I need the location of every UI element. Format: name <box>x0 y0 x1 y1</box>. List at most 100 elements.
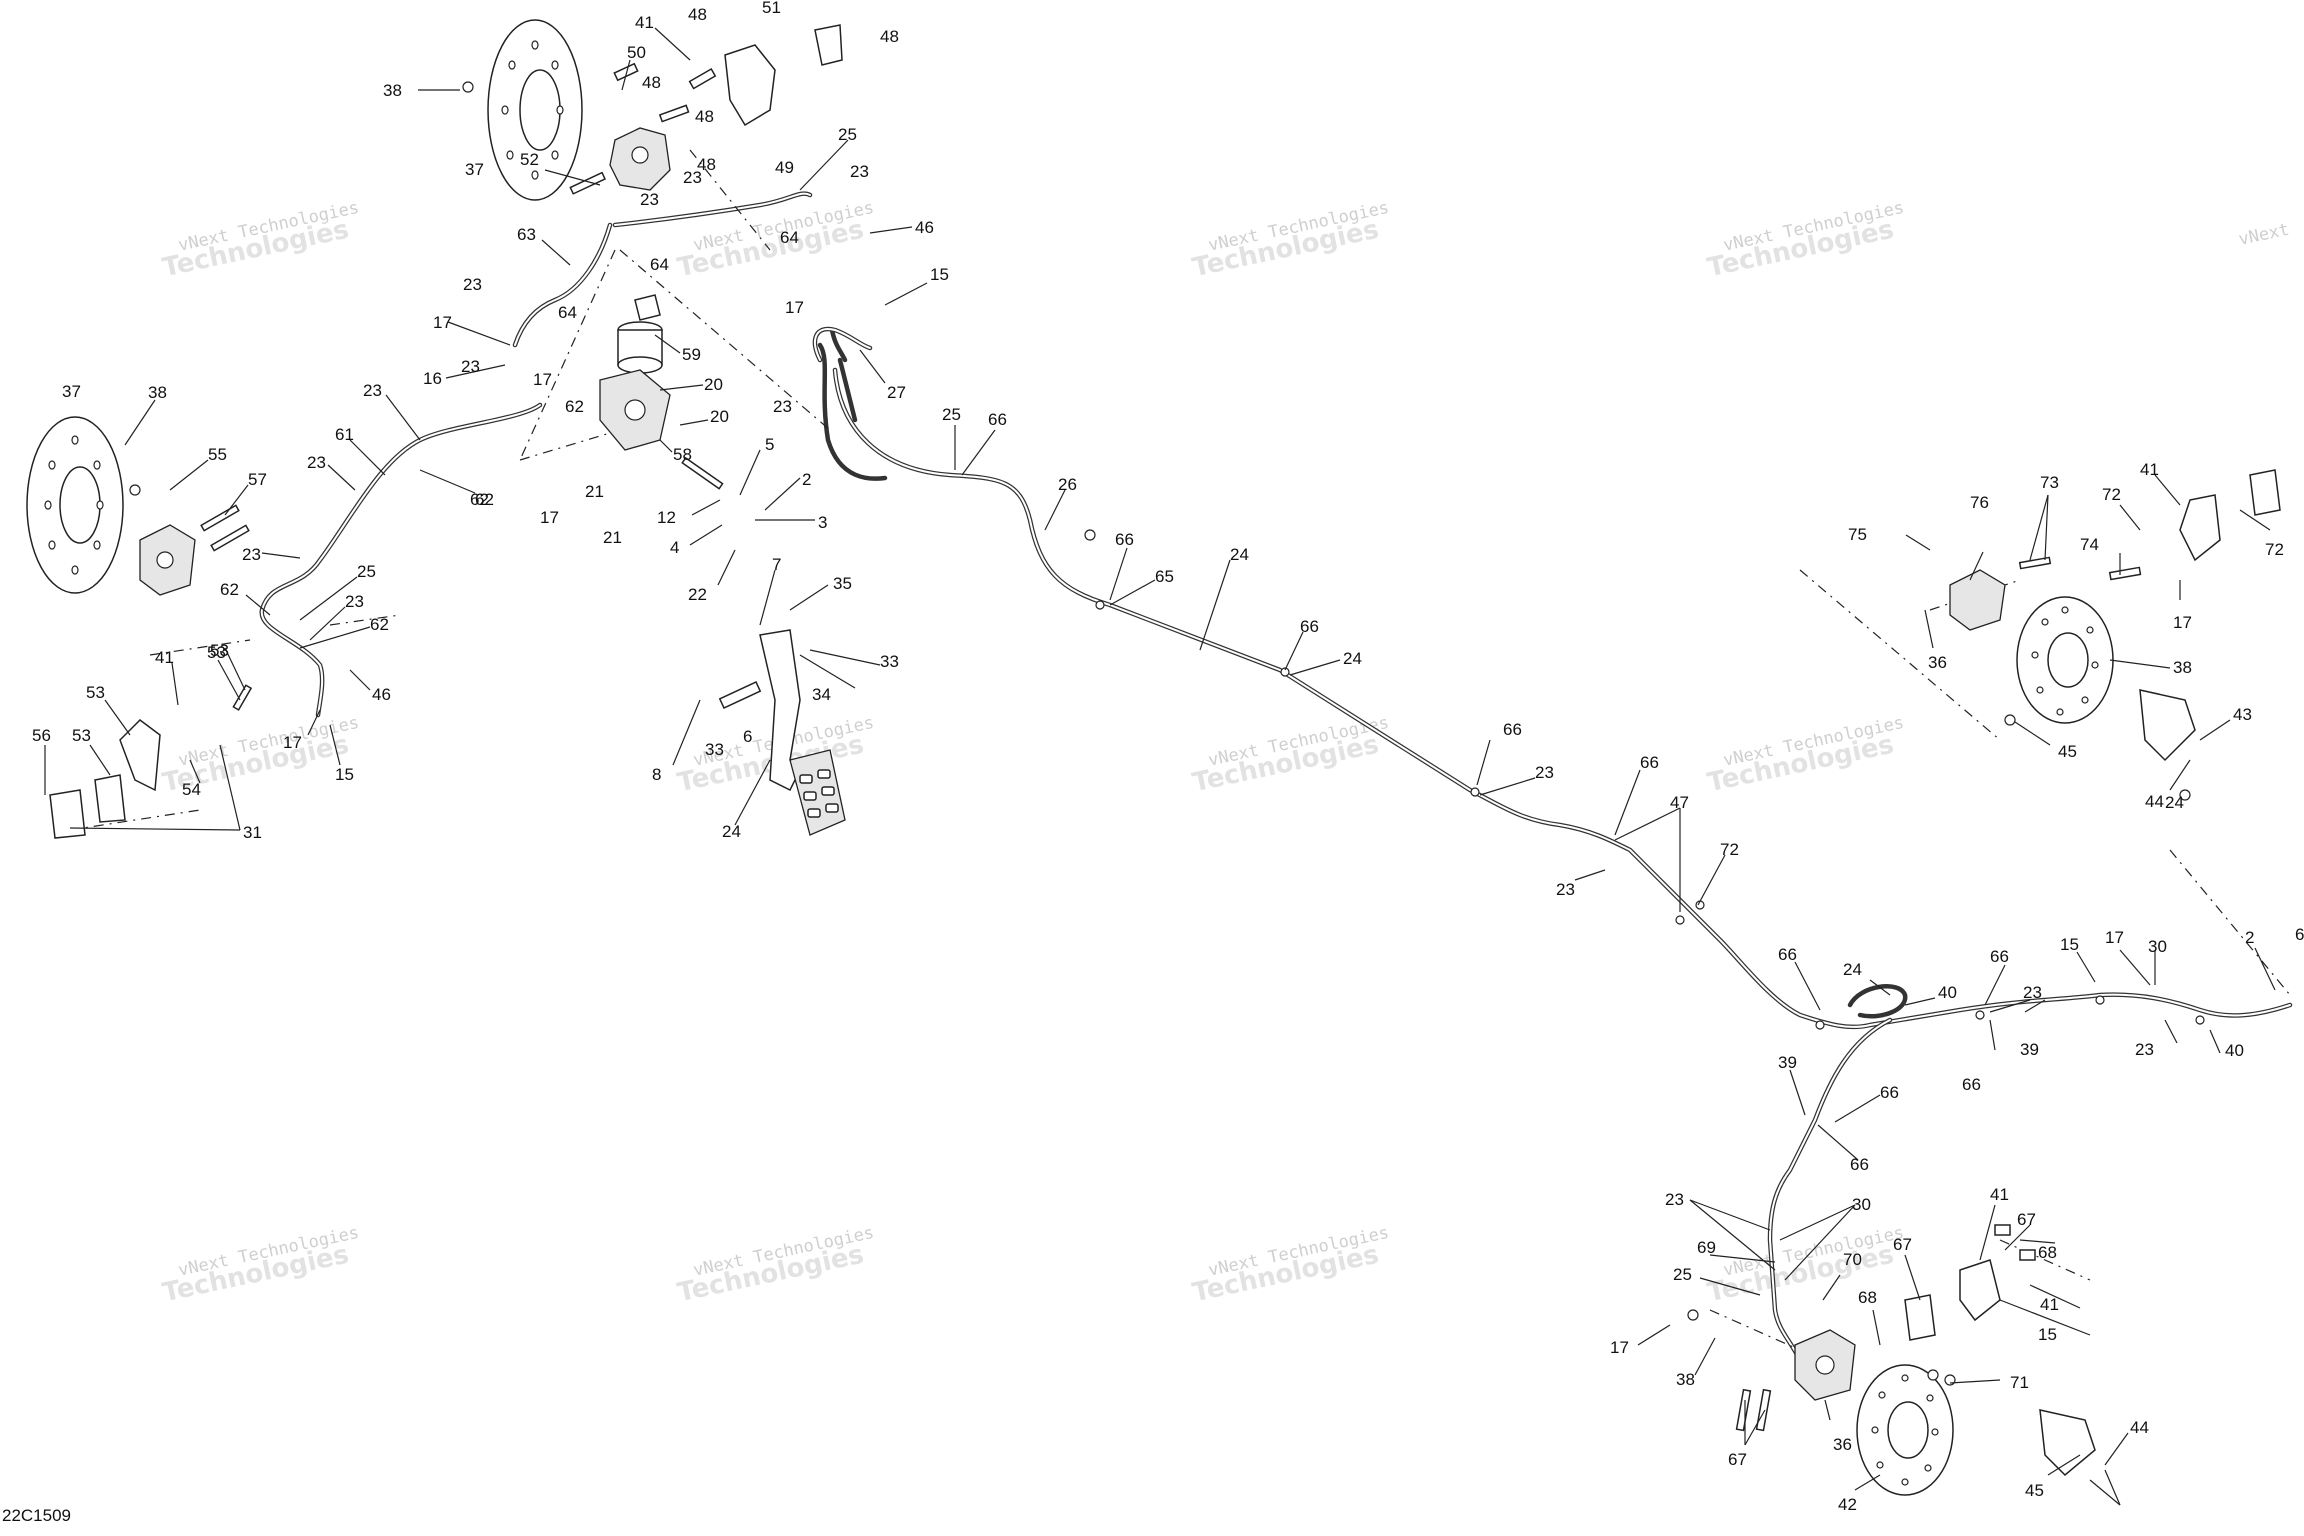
callout: 15 <box>884 265 949 306</box>
svg-text:48: 48 <box>695 107 714 126</box>
svg-text:36: 36 <box>1833 1435 1852 1454</box>
svg-text:64: 64 <box>650 255 669 274</box>
callout: 75 <box>1848 525 1931 551</box>
svg-text:66: 66 <box>1850 1155 1869 1174</box>
callout: 41 <box>2029 1284 2081 1314</box>
callout: 23 <box>463 275 482 294</box>
svg-text:23: 23 <box>683 168 702 187</box>
callout: 24 <box>2165 759 2191 812</box>
svg-text:72: 72 <box>1720 840 1739 859</box>
callout: 44 <box>2145 792 2164 811</box>
front-brake-lines <box>259 191 888 718</box>
callout: 62 <box>220 580 271 616</box>
svg-text:38: 38 <box>2173 658 2192 677</box>
callout: 23 <box>1989 983 2042 1013</box>
svg-text:25: 25 <box>1673 1265 1692 1284</box>
callout: 69 <box>1697 1238 1776 1263</box>
svg-text:57: 57 <box>248 470 267 489</box>
svg-text:66: 66 <box>1990 947 2009 966</box>
callout: 33 <box>705 740 724 759</box>
brake-pedal <box>759 629 846 836</box>
callout: 5 <box>739 435 774 496</box>
callout: 24 <box>1843 960 1891 996</box>
callout: 65 <box>1109 567 1174 606</box>
svg-text:53: 53 <box>72 726 91 745</box>
callout: 72 <box>2102 485 2141 531</box>
callout: 15 <box>1999 1299 2091 1344</box>
callout: 42 <box>1838 1474 1881 1514</box>
callout: 40 <box>2209 1029 2244 1060</box>
brake-pad <box>814 24 843 66</box>
svg-text:62: 62 <box>470 490 489 509</box>
caliper-rear-right <box>1949 569 2006 631</box>
callout: 55 <box>169 445 227 491</box>
callout: 17 <box>433 313 511 346</box>
callout: 66 <box>1778 945 1821 1011</box>
callout: 44 <box>2104 1418 2149 1466</box>
svg-text:38: 38 <box>148 383 167 402</box>
svg-text:66: 66 <box>1503 720 1522 739</box>
svg-text:62: 62 <box>220 580 239 599</box>
svg-text:23: 23 <box>2135 1040 2154 1059</box>
diagram-reference-code: 22C1509 <box>2 1506 72 1525</box>
callout: 66 <box>1284 617 1319 671</box>
svg-text:27: 27 <box>887 383 906 402</box>
callout <box>2089 1469 2121 1506</box>
callout: 17 <box>533 370 552 389</box>
callout: 41 <box>1979 1185 2009 1261</box>
svg-text:21: 21 <box>603 528 622 547</box>
callout: 38 <box>124 383 167 446</box>
callout: 26 <box>1044 475 1077 531</box>
svg-text:68: 68 <box>1858 1288 1877 1307</box>
svg-text:66: 66 <box>2295 925 2304 944</box>
callout: 6 <box>743 727 752 746</box>
callout: 34 <box>799 654 856 704</box>
svg-text:65: 65 <box>1155 567 1174 586</box>
callout: 33 <box>809 649 899 671</box>
svg-text:68: 68 <box>2038 1243 2057 1262</box>
callout: 27 <box>859 349 906 402</box>
svg-text:21: 21 <box>585 482 604 501</box>
svg-text:17: 17 <box>533 370 552 389</box>
callout: 25 <box>799 125 857 191</box>
svg-text:72: 72 <box>2102 485 2121 504</box>
svg-text:64: 64 <box>558 303 577 322</box>
svg-text:24: 24 <box>1343 649 1362 668</box>
svg-text:5: 5 <box>765 435 774 454</box>
svg-text:47: 47 <box>1670 793 1689 812</box>
callout: 17 <box>540 508 559 527</box>
callout: 20 <box>679 407 729 426</box>
svg-text:8: 8 <box>652 765 661 784</box>
callout: 48 <box>695 107 714 126</box>
svg-text:30: 30 <box>2148 937 2167 956</box>
callout: 48 <box>697 155 716 174</box>
callout: 61 <box>335 425 386 476</box>
callout: 66 <box>1962 1019 1996 1094</box>
svg-text:24: 24 <box>1843 960 1862 979</box>
brake-disc-front-left <box>26 416 124 594</box>
svg-text:23: 23 <box>773 397 792 416</box>
caliper-bracket-front-left <box>119 719 161 792</box>
callout: 64 <box>650 255 669 274</box>
svg-text:67: 67 <box>1728 1450 1747 1469</box>
callout: 24 <box>1289 649 1362 676</box>
svg-text:15: 15 <box>335 765 354 784</box>
svg-text:56: 56 <box>32 726 51 745</box>
callout: 66 <box>1476 720 1522 786</box>
callout: 23 <box>850 162 869 181</box>
svg-text:24: 24 <box>2165 793 2184 812</box>
svg-text:62: 62 <box>475 490 494 509</box>
callout: 7 <box>759 555 781 626</box>
callout: 3 <box>755 513 827 532</box>
callouts: 38 37 41 48 51 48 50 48 48 49 52 48 25 2… <box>32 0 2304 1514</box>
callout: 23 <box>2135 1019 2178 1059</box>
svg-text:17: 17 <box>1610 1338 1629 1357</box>
callout: 62 <box>299 615 389 649</box>
callout: 41 <box>635 13 691 61</box>
svg-text:23: 23 <box>2023 983 2042 1002</box>
callout: 54 <box>182 759 201 799</box>
svg-text:37: 37 <box>62 382 81 401</box>
svg-text:31: 31 <box>243 823 262 842</box>
callout: 2 <box>2245 928 2276 991</box>
